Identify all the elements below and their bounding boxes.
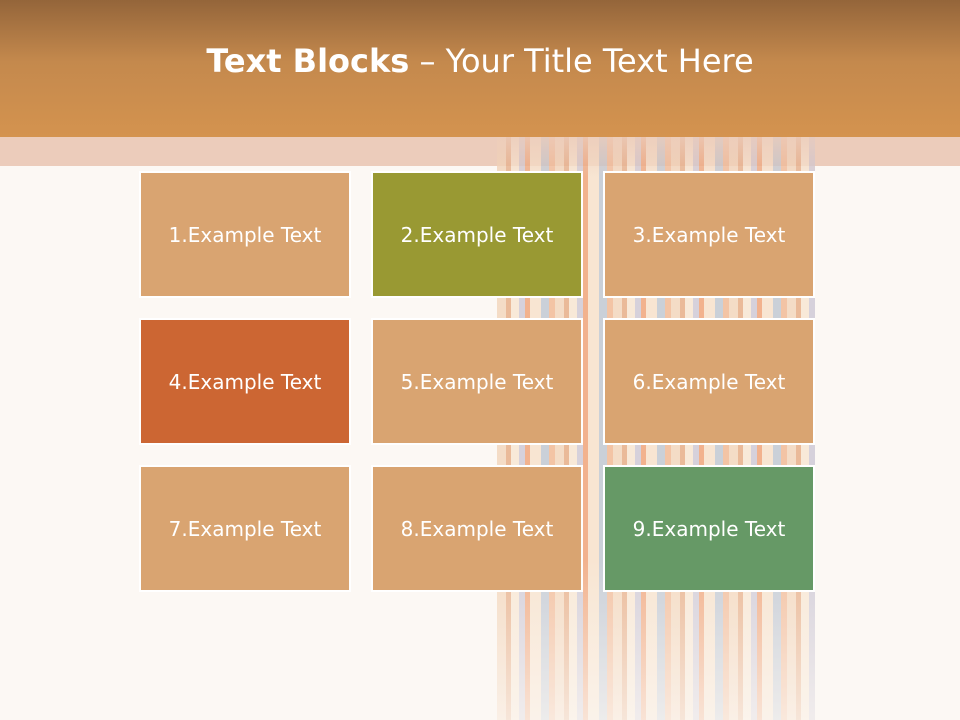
text-block-7[interactable]: 7.Example Text	[139, 465, 351, 592]
title-dash: –	[419, 41, 436, 80]
title-bar: Text Blocks – Your Title Text Here	[0, 0, 960, 137]
text-block-4[interactable]: 4.Example Text	[139, 318, 351, 445]
text-block-8[interactable]: 8.Example Text	[371, 465, 583, 592]
slide-title: Text Blocks – Your Title Text Here	[206, 42, 753, 80]
title-bold: Text Blocks	[206, 41, 410, 80]
text-block-9[interactable]: 9.Example Text	[603, 465, 815, 592]
text-block-grid: 1.Example Text 2.Example Text 3.Example …	[139, 171, 815, 592]
text-block-2[interactable]: 2.Example Text	[371, 171, 583, 298]
text-block-6[interactable]: 6.Example Text	[603, 318, 815, 445]
text-block-1[interactable]: 1.Example Text	[139, 171, 351, 298]
title-rest: Your Title Text Here	[445, 41, 754, 80]
text-block-5[interactable]: 5.Example Text	[371, 318, 583, 445]
text-block-3[interactable]: 3.Example Text	[603, 171, 815, 298]
accent-band	[0, 137, 960, 166]
